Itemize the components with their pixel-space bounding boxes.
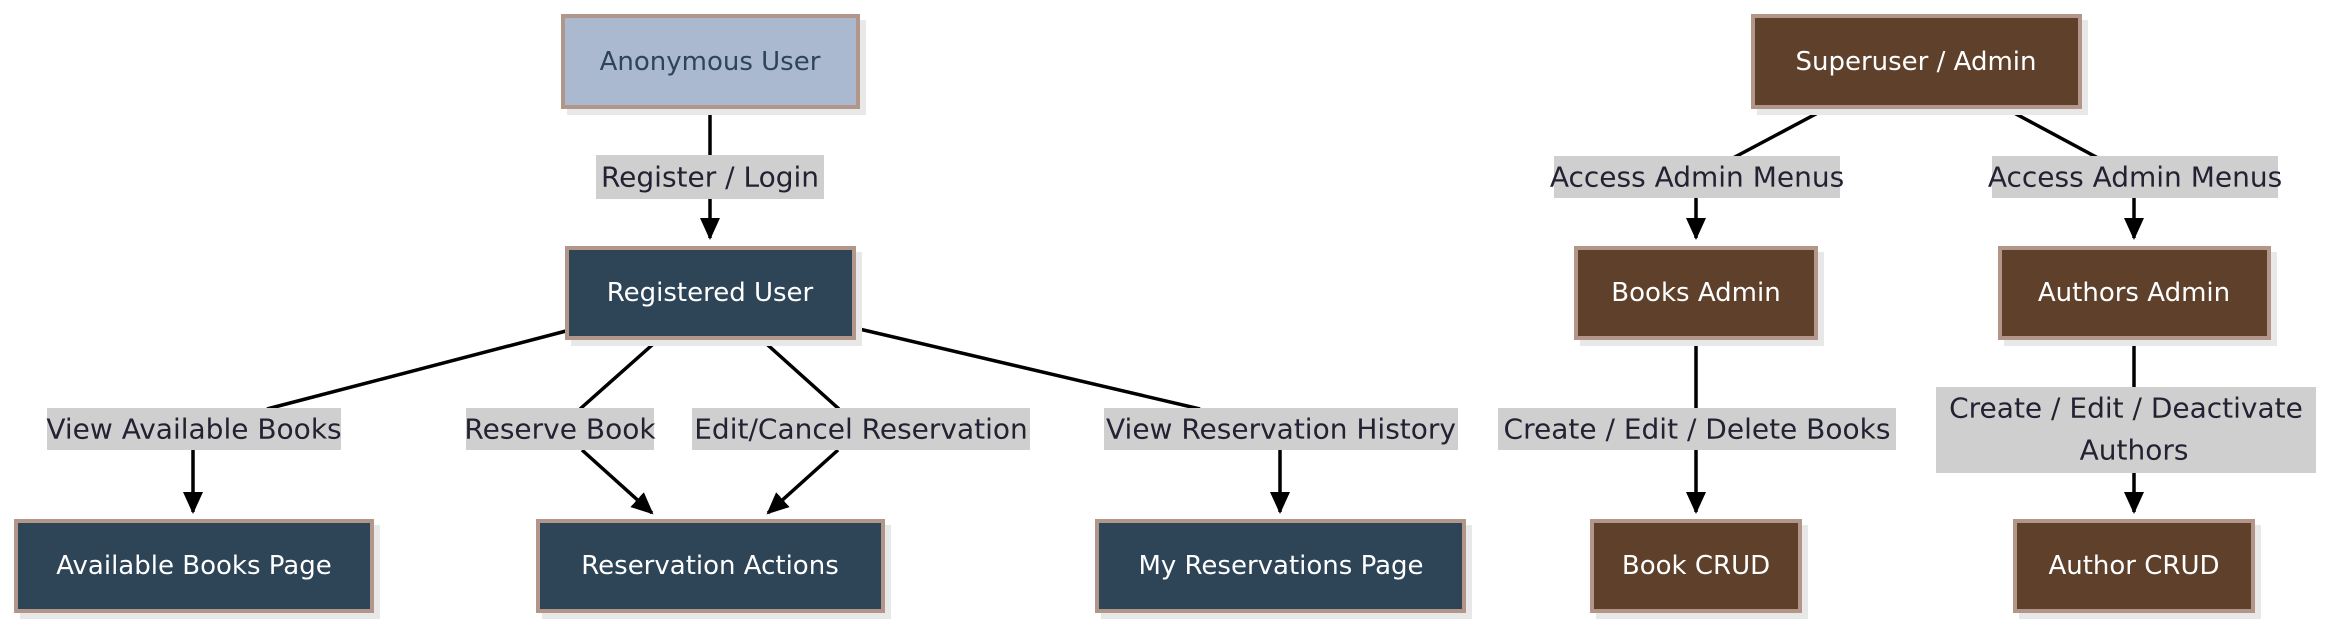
- svg-text:Superuser / Admin: Superuser / Admin: [1795, 47, 2036, 77]
- node-registered-user: Registered User: [565, 246, 856, 340]
- svg-text:Register / Login: Register / Login: [601, 161, 819, 194]
- node-books-admin: Books Admin: [1574, 246, 1818, 340]
- node-my-reservations-page: My Reservations Page: [1095, 519, 1466, 613]
- svg-text:Available Books Page: Available Books Page: [56, 551, 331, 581]
- node-book-crud: Book CRUD: [1590, 519, 1802, 613]
- edge-line-access-admin-books: [1732, 105, 1830, 160]
- edge-line-view-reservation-history: [854, 326, 1201, 411]
- svg-text:Edit/Cancel Reservation: Edit/Cancel Reservation: [694, 413, 1028, 446]
- svg-text:Create / Edit / Deactivate: Create / Edit / Deactivate: [1949, 392, 2303, 425]
- edge-line-reserve-book-arrow: [580, 448, 654, 515]
- edge-line-view-available-books: [266, 329, 567, 411]
- edge-label-edit-cancel-reservation: Edit/Cancel Reservation: [692, 408, 1030, 450]
- edge-line-reserve-book: [578, 336, 662, 411]
- svg-text:Access Admin Menus: Access Admin Menus: [1988, 161, 2282, 194]
- svg-text:Create / Edit / Delete Books: Create / Edit / Delete Books: [1504, 413, 1891, 446]
- svg-text:View Available Books: View Available Books: [46, 413, 341, 446]
- svg-text:Anonymous User: Anonymous User: [600, 47, 821, 77]
- svg-text:Reserve Book: Reserve Book: [464, 413, 656, 446]
- node-available-books-page: Available Books Page: [14, 519, 374, 613]
- svg-text:Reservation Actions: Reservation Actions: [581, 551, 839, 581]
- svg-text:Authors: Authors: [2080, 434, 2189, 467]
- svg-text:Authors Admin: Authors Admin: [2038, 278, 2230, 308]
- edge-label-register-login: Register / Login: [596, 155, 824, 199]
- svg-text:Access Admin Menus: Access Admin Menus: [1550, 161, 1844, 194]
- node-anonymous-user: Anonymous User: [561, 14, 860, 109]
- node-authors-admin: Authors Admin: [1998, 246, 2271, 340]
- svg-text:View Reservation History: View Reservation History: [1106, 413, 1456, 446]
- svg-text:Registered User: Registered User: [607, 278, 814, 308]
- svg-text:Author CRUD: Author CRUD: [2048, 551, 2219, 581]
- svg-text:Book CRUD: Book CRUD: [1622, 551, 1770, 581]
- svg-text:My Reservations Page: My Reservations Page: [1138, 551, 1423, 581]
- edge-line-edit-cancel-reservation: [758, 336, 841, 411]
- node-author-crud: Author CRUD: [2013, 519, 2255, 613]
- edge-label-view-reservation-history: View Reservation History: [1104, 408, 1458, 450]
- node-reservation-actions: Reservation Actions: [536, 519, 885, 613]
- svg-text:Books Admin: Books Admin: [1611, 278, 1780, 308]
- edge-label-access-admin-menus-books: Access Admin Menus: [1550, 156, 1844, 198]
- edge-line-edit-cancel-reservation-arrow: [766, 448, 840, 515]
- edge-label-create-edit-delete-books: Create / Edit / Delete Books: [1498, 408, 1896, 450]
- edge-label-view-available-books: View Available Books: [46, 408, 342, 450]
- edge-line-access-admin-authors: [2002, 105, 2099, 160]
- edge-label-create-edit-deactivate-authors: Create / Edit / Deactivate Authors: [1936, 387, 2316, 473]
- node-superuser-admin: Superuser / Admin: [1751, 14, 2082, 109]
- edge-label-reserve-book: Reserve Book: [464, 408, 656, 450]
- edge-label-access-admin-menus-authors: Access Admin Menus: [1988, 156, 2282, 198]
